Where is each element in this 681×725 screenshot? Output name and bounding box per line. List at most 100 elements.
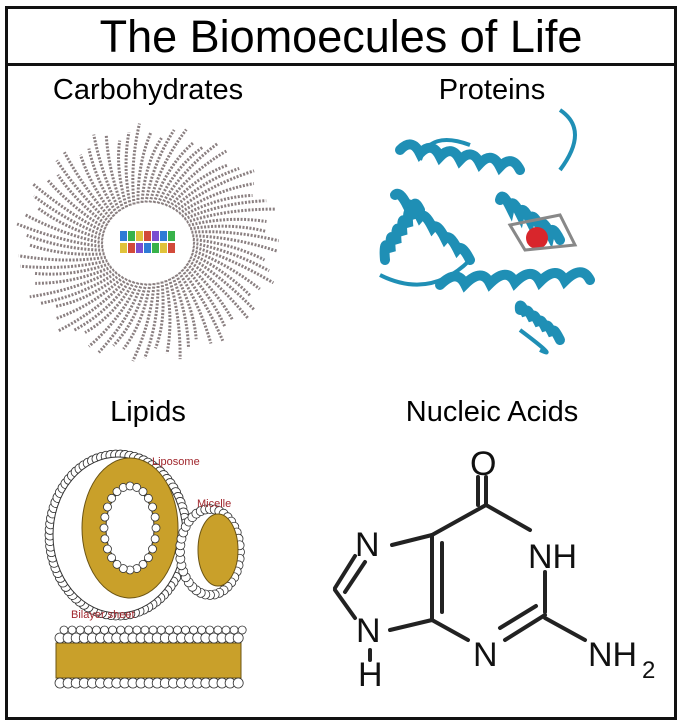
phospholipid-head bbox=[112, 559, 122, 569]
glucose-branch bbox=[117, 140, 129, 208]
glucose-branch bbox=[183, 265, 227, 327]
glucose-branch bbox=[31, 182, 106, 234]
glucose-branch bbox=[160, 141, 220, 206]
phospholipid-head bbox=[100, 512, 110, 522]
core-protein-segment bbox=[144, 243, 151, 253]
bilayer-sheet-label: Bilayer sheet bbox=[71, 609, 135, 621]
phospholipid-head bbox=[138, 559, 148, 569]
glucose-branch bbox=[189, 255, 255, 311]
phospholipid-head bbox=[143, 493, 153, 503]
glucose-branch bbox=[183, 199, 267, 221]
glucose-branch bbox=[187, 259, 250, 321]
glucose-branch bbox=[79, 154, 116, 218]
nucleic-acids-label: Nucleic Acids bbox=[405, 396, 579, 428]
glucose-branch bbox=[180, 268, 225, 342]
alpha-helix bbox=[379, 198, 425, 265]
glucose-branch bbox=[192, 234, 278, 253]
phospholipid-head bbox=[232, 632, 244, 644]
glucose-branch bbox=[185, 262, 234, 320]
glucose-branch bbox=[191, 248, 261, 291]
core-protein-segment bbox=[120, 231, 127, 241]
core-protein-segment bbox=[168, 243, 175, 253]
glucose-branch bbox=[174, 273, 198, 340]
core-protein-segment bbox=[168, 231, 175, 241]
glucose-branch bbox=[29, 243, 105, 256]
glucose-branch bbox=[181, 193, 253, 218]
core-protein-segment bbox=[136, 243, 143, 253]
core-protein-segment bbox=[144, 231, 151, 241]
glucose-branch bbox=[72, 279, 132, 332]
title-bar: The Biomoecules of Life bbox=[8, 9, 674, 66]
glucose-branch bbox=[152, 141, 194, 204]
glucose-branch bbox=[46, 178, 107, 231]
heme-iron bbox=[526, 227, 548, 249]
heme-group bbox=[507, 213, 578, 252]
glucose-branch bbox=[186, 207, 275, 224]
phospholipid-head bbox=[99, 523, 109, 533]
alpha-helix bbox=[395, 139, 525, 176]
glucose-branch bbox=[87, 281, 140, 348]
glucose-branch bbox=[16, 222, 104, 249]
glucose-branch bbox=[56, 173, 109, 227]
glucose-branch bbox=[164, 279, 172, 354]
phospholipid-head bbox=[138, 487, 148, 497]
glucose-branch bbox=[26, 233, 104, 252]
glucose-branch bbox=[57, 277, 128, 333]
glucose-branch bbox=[104, 134, 125, 210]
glucose-branch bbox=[18, 254, 107, 262]
glucose-branch bbox=[40, 271, 118, 305]
atom-nh: NH bbox=[528, 538, 577, 576]
glucose-branch bbox=[131, 283, 156, 362]
glucose-branch bbox=[191, 230, 280, 243]
glucose-branch bbox=[97, 282, 144, 354]
glucose-branch bbox=[140, 137, 163, 203]
core-protein-segment bbox=[152, 243, 159, 253]
atom-nh2-subscript: 2 bbox=[642, 657, 655, 684]
glucose-branch bbox=[35, 265, 113, 285]
phospholipid-head bbox=[103, 544, 112, 554]
proteins-label: Proteins bbox=[438, 74, 546, 106]
phospholipid-head bbox=[107, 493, 117, 503]
phospholipid-head bbox=[232, 677, 244, 689]
atom-nh2: NH bbox=[588, 636, 637, 674]
atom-n3: N bbox=[473, 636, 498, 674]
glucose-branch bbox=[189, 224, 267, 233]
glucose-branch bbox=[34, 262, 110, 276]
glucose-branch bbox=[143, 282, 160, 359]
glucose-branch bbox=[167, 278, 182, 360]
alpha-helix bbox=[514, 300, 565, 345]
atom-n9: N bbox=[356, 612, 381, 650]
glucose-branch bbox=[24, 213, 104, 245]
glucose-branch bbox=[178, 182, 255, 215]
atom-h: H bbox=[358, 656, 383, 694]
glucose-branch bbox=[164, 149, 228, 207]
micelle-label: Micelle bbox=[197, 498, 231, 510]
glucose-branch bbox=[192, 245, 275, 285]
glucose-branch bbox=[131, 123, 141, 205]
glucose-branch bbox=[171, 276, 191, 349]
lipids-label: Lipids bbox=[110, 396, 186, 428]
phospholipid-head bbox=[237, 625, 247, 635]
phospholipid-head bbox=[100, 534, 110, 544]
core-protein-segment bbox=[128, 231, 135, 241]
atom-n7: N bbox=[355, 526, 380, 564]
glucose-branch bbox=[148, 128, 188, 203]
phospholipid-head bbox=[150, 512, 160, 522]
glucose-branch bbox=[63, 151, 113, 221]
core-protein-segment bbox=[160, 243, 167, 253]
glucose-branch bbox=[92, 134, 122, 213]
phospholipid-head bbox=[151, 523, 161, 533]
phospholipid-head bbox=[143, 553, 153, 563]
glucose-branch bbox=[192, 237, 266, 262]
core-protein-segment bbox=[152, 231, 159, 241]
glucose-branch bbox=[136, 131, 153, 204]
phospholipid-head bbox=[118, 564, 128, 573]
core-protein-segment bbox=[120, 243, 127, 253]
glucose-branch bbox=[54, 275, 125, 321]
glucose-branch bbox=[154, 281, 165, 349]
phospholipid-head bbox=[148, 502, 157, 512]
liposome-label: Liposome bbox=[152, 456, 200, 468]
